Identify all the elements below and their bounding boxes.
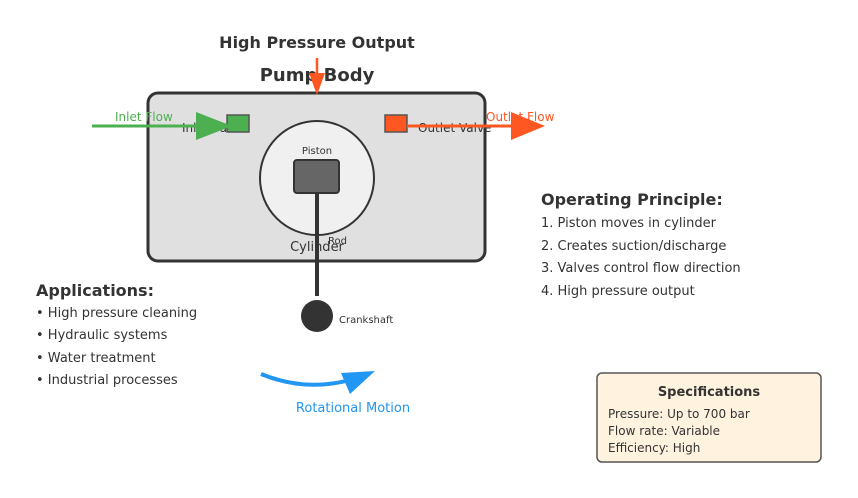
rotational-motion-label: Rotational Motion: [296, 401, 410, 416]
output-arrowhead-icon: [309, 73, 325, 95]
outlet-valve: [384, 114, 408, 133]
inlet-valve: [226, 114, 250, 133]
high-pressure-output-label: High Pressure Output: [219, 33, 415, 52]
crankshaft-label: Crankshaft: [339, 315, 393, 326]
principle-step: 1. Piston moves in cylinder: [541, 216, 717, 231]
operating-principle-title: Operating Principle:: [541, 190, 723, 209]
specifications-title: Specifications: [658, 385, 761, 400]
spec-flow-rate: Flow rate: Variable: [608, 424, 720, 438]
principle-step: 3. Valves control flow direction: [541, 261, 741, 276]
spec-pressure: Pressure: Up to 700 bar: [608, 407, 750, 421]
applications-item: • Industrial processes: [36, 373, 178, 388]
applications-section: Applications: • High pressure cleaning •…: [36, 281, 197, 388]
specifications-panel: [596, 372, 822, 463]
outlet-flow-arrowhead-icon: [511, 112, 545, 140]
principle-step: 2. Creates suction/discharge: [541, 239, 726, 254]
inlet-flow-label: Inlet Flow: [115, 110, 173, 124]
rotation-arc: [260, 372, 351, 387]
piston-label: Piston: [302, 146, 332, 157]
spec-efficiency: Efficiency: High: [608, 441, 700, 455]
applications-title: Applications:: [36, 281, 154, 300]
piston: [293, 159, 340, 194]
rotation-arrowhead-icon: [341, 371, 375, 394]
rod-label: Rod: [328, 236, 347, 247]
specifications-box: Specifications Pressure: Up to 700 bar F…: [596, 372, 822, 463]
outlet-valve-label: Outlet Valve: [418, 121, 491, 135]
crankshaft: [301, 300, 333, 332]
applications-item: • Hydraulic systems: [36, 328, 168, 343]
applications-item: • Water treatment: [36, 351, 156, 366]
principle-step: 4. High pressure output: [541, 284, 695, 299]
inlet-flow-arrowhead-icon: [196, 112, 232, 140]
applications-item: • High pressure cleaning: [36, 306, 197, 321]
outlet-flow-label: Outlet Flow: [486, 110, 555, 124]
operating-principle-section: Operating Principle: 1. Piston moves in …: [541, 190, 741, 299]
